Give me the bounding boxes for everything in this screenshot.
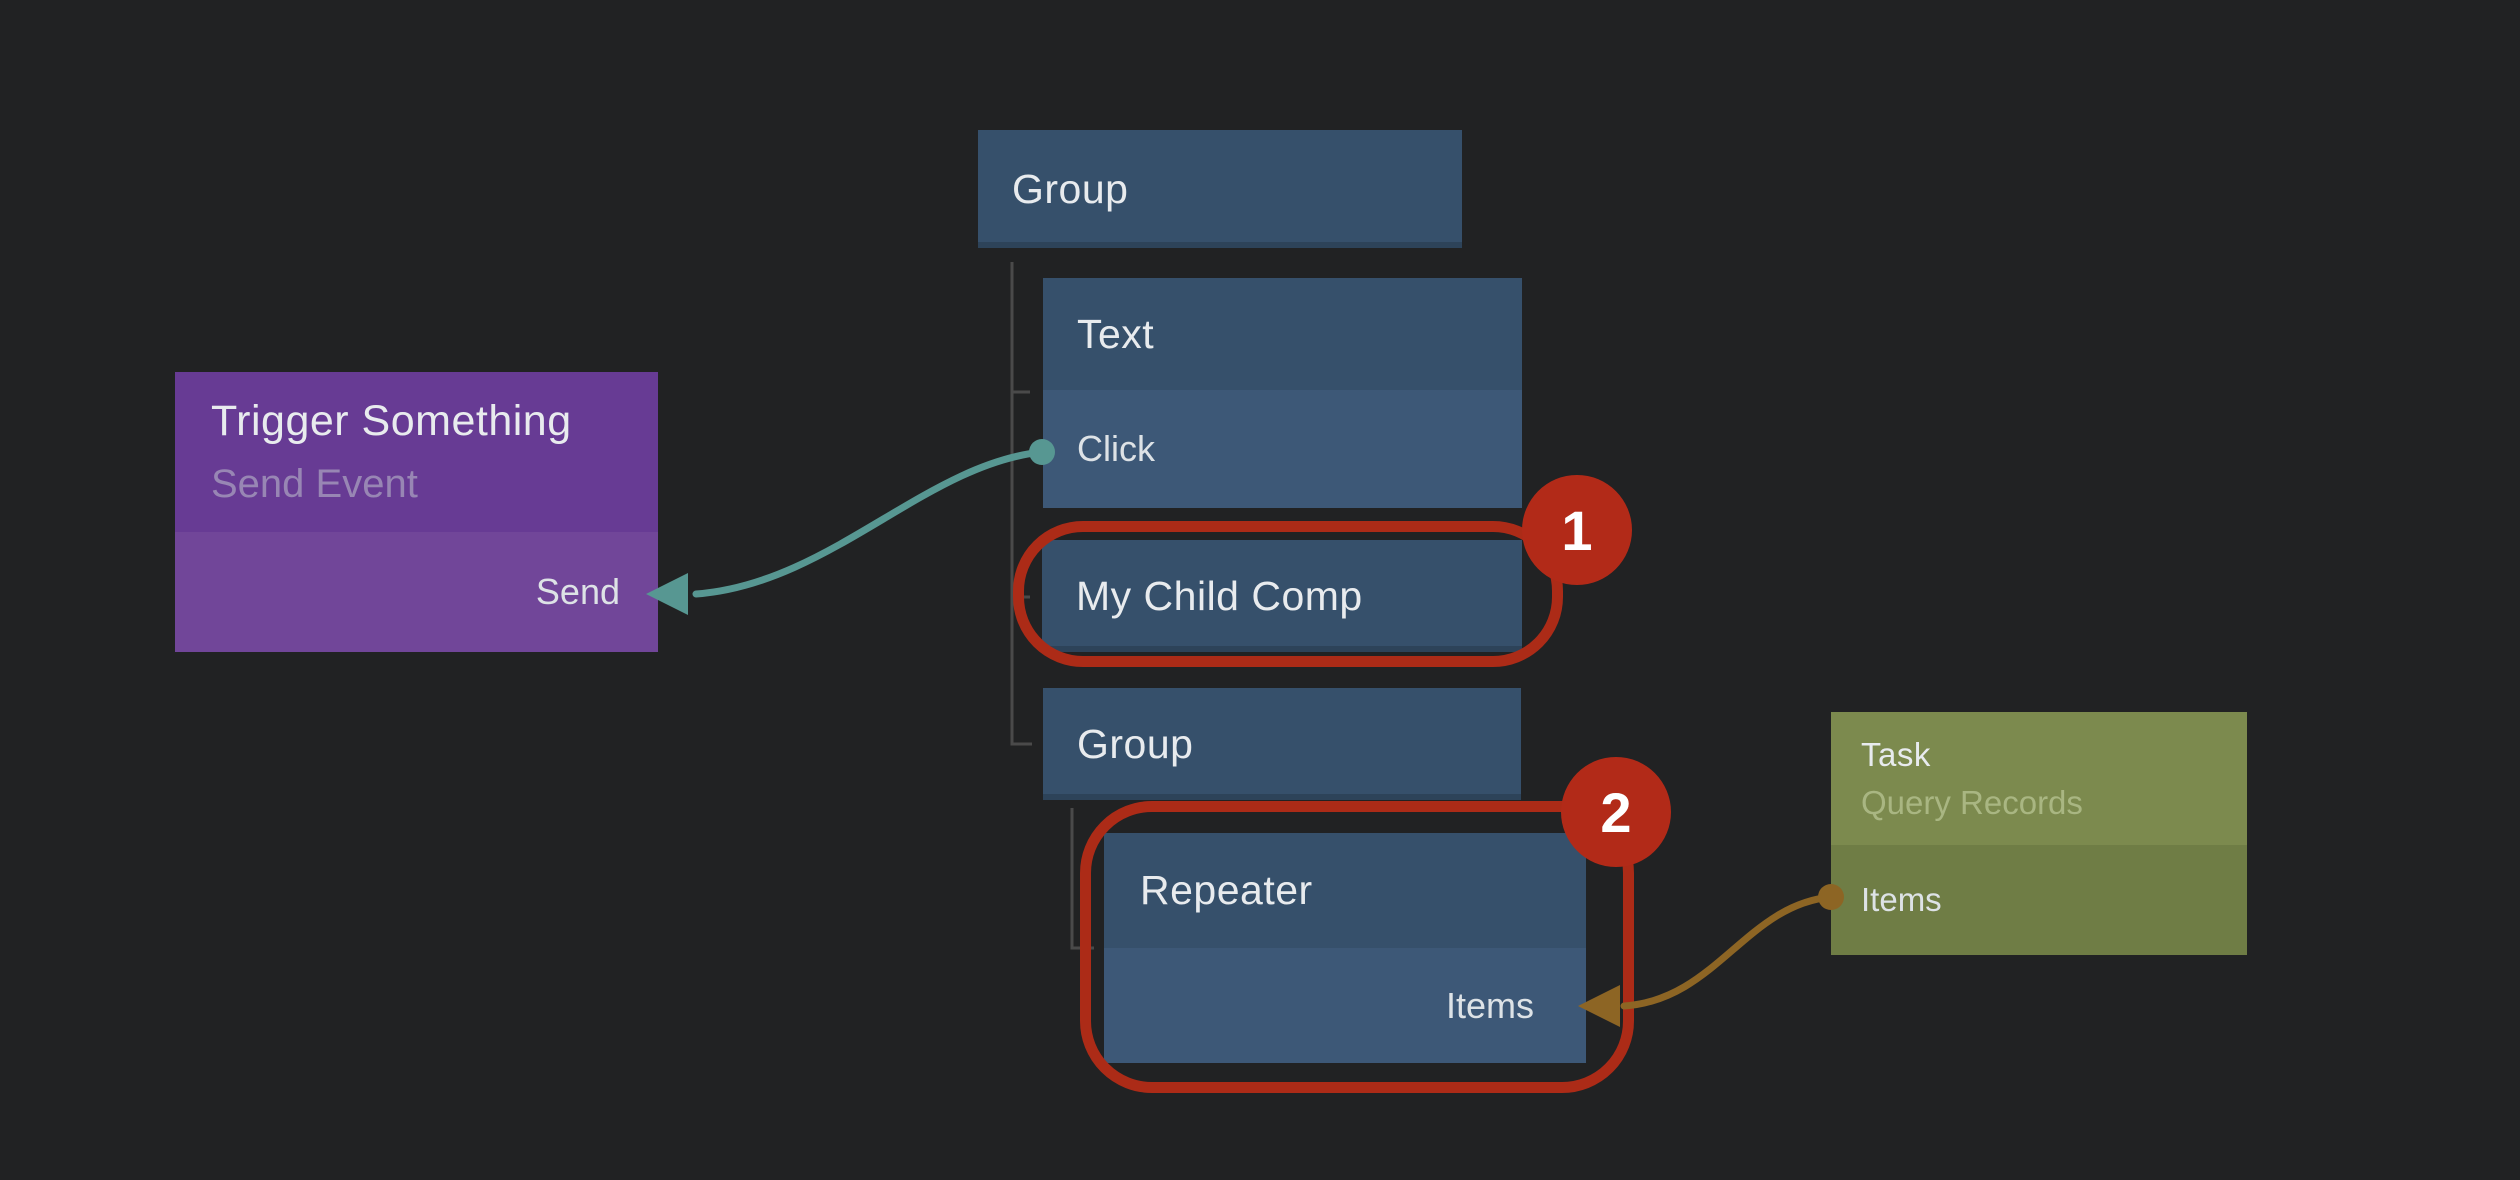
node-title: Repeater bbox=[1140, 867, 1313, 913]
node-repeater[interactable]: Repeater Items bbox=[1104, 833, 1586, 1063]
node-group-1[interactable]: Group bbox=[978, 130, 1462, 248]
wire-items-to-items-path[interactable] bbox=[1620, 893, 1835, 1010]
annotation-badge-2: 2 bbox=[1561, 757, 1671, 867]
node-title: My Child Comp bbox=[1076, 572, 1363, 619]
node-subtitle: Query Records bbox=[1861, 783, 2083, 821]
node-repeater-header: Repeater bbox=[1104, 833, 1586, 948]
node-trigger-something[interactable]: Trigger Something Send Event Send bbox=[175, 372, 658, 652]
node-title: Group bbox=[1012, 165, 1129, 212]
node-text-header: Text bbox=[1043, 278, 1522, 390]
node-title: Task bbox=[1861, 735, 1931, 773]
node-task-header: Task Query Records bbox=[1831, 712, 2247, 845]
port-repeater-items-label[interactable]: Items bbox=[1445, 984, 1534, 1026]
port-task-items-label[interactable]: Items bbox=[1861, 881, 1942, 918]
wire-click-to-send[interactable] bbox=[646, 439, 1055, 615]
annotation-ring-1 bbox=[1013, 521, 1563, 667]
node-group-2-header: Group bbox=[1043, 688, 1521, 800]
annotation-ring-2 bbox=[1080, 801, 1634, 1093]
port-row-click[interactable]: Click bbox=[1043, 390, 1522, 508]
port-send-label[interactable]: Send bbox=[535, 571, 620, 612]
node-group-2[interactable]: Group bbox=[1043, 688, 1521, 800]
node-task[interactable]: Task Query Records Items bbox=[1831, 712, 2247, 955]
tree-line-level1 bbox=[1010, 262, 1032, 746]
node-title: Group bbox=[1077, 720, 1194, 767]
port-row-task-items[interactable]: Items bbox=[1831, 845, 2247, 955]
wire-click-to-send-path[interactable] bbox=[692, 448, 1046, 598]
port-row-send[interactable]: Send bbox=[175, 532, 658, 652]
node-title: Trigger Something bbox=[211, 397, 572, 445]
node-subtitle: Send Event bbox=[211, 462, 418, 506]
node-mychild-header: My Child Comp bbox=[1042, 540, 1522, 652]
node-group-1-header: Group bbox=[978, 130, 1462, 248]
node-my-child-comp[interactable]: My Child Comp bbox=[1042, 540, 1522, 652]
badge-2-number: 2 bbox=[1600, 780, 1632, 844]
node-title: Text bbox=[1077, 310, 1155, 357]
port-click-label[interactable]: Click bbox=[1077, 428, 1155, 469]
node-trigger-header: Trigger Something Send Event bbox=[175, 372, 658, 532]
badge-1-number: 1 bbox=[1561, 498, 1593, 562]
node-text[interactable]: Text Click bbox=[1043, 278, 1522, 508]
port-row-repeater-items[interactable]: Items bbox=[1104, 948, 1586, 1063]
annotation-badge-1: 1 bbox=[1522, 475, 1632, 585]
